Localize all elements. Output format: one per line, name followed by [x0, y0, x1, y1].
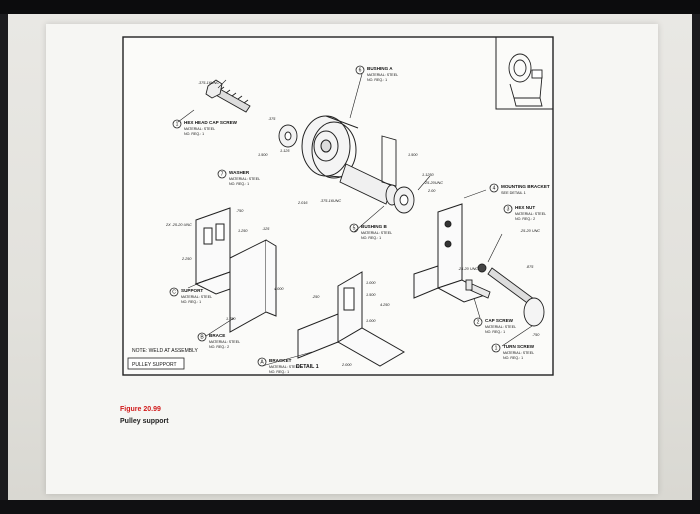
- dim-2016: 2.016: [297, 201, 308, 205]
- label-brace: BRACE: [209, 333, 225, 338]
- label-hex-nut-req: NO. REQ.: 2: [515, 217, 535, 221]
- label-hex-cap-material: MATERIAL: STEEL: [184, 127, 215, 131]
- label-cap-screw: CAP SCREW: [485, 318, 514, 323]
- dim-375: .375: [268, 117, 276, 121]
- monitor-bezel-bottom: [0, 500, 700, 514]
- label-brace-material: MATERIAL: STEEL: [209, 340, 240, 344]
- balloon-turn-screw: 1: [495, 346, 498, 352]
- balloon-hex-nut: 3: [507, 207, 510, 213]
- balloon-support: C: [172, 290, 176, 296]
- balloon-bracket: A: [260, 360, 264, 366]
- detail-title: DETAIL 1: [296, 364, 319, 370]
- label-brace-req: NO. REQ.: 2: [209, 345, 229, 349]
- label-mounting-bracket-see-detail: SEE DETAIL 1: [501, 191, 526, 195]
- hex-head-cap-screw-graphic: [205, 79, 251, 113]
- dim-1000-b: 1.000: [366, 281, 376, 285]
- washer-graphic: [278, 124, 298, 148]
- dim-1125-b: 1.1250: [422, 173, 435, 177]
- dim-375-16unc-b: .375-16UNC: [320, 199, 341, 203]
- dim-2x-25-20-unc: 2X .25-20 UNC: [165, 223, 192, 227]
- mounting-bracket-graphic: [413, 203, 490, 303]
- dim-2000: 2.000: [341, 363, 352, 367]
- label-bushing-b-material: MATERIAL: STEEL: [361, 231, 392, 235]
- dimension-labels: .375-16UNC .375 1.500 1.125 2.016 .375-1…: [165, 81, 540, 367]
- dim-200: 2.00: [427, 189, 436, 193]
- dim-375-16unc: .375-16UNC: [198, 81, 219, 85]
- label-turn-screw-material: MATERIAL: STEEL: [503, 351, 534, 355]
- bushing-a-graphic: [339, 135, 399, 206]
- dim-1000: 1.000: [366, 319, 376, 323]
- dim-2250: 2.250: [181, 257, 192, 261]
- label-cap-screw-material: MATERIAL: STEEL: [485, 325, 516, 329]
- label-washer-req: NO. REQ.: 1: [229, 182, 249, 186]
- dim-875: .875: [526, 265, 534, 269]
- support-graphic: [194, 207, 252, 295]
- label-turn-screw: TURN SCREW: [503, 344, 535, 349]
- dim-4250: 4.250: [380, 303, 390, 307]
- assembly-note: NOTE: WELD AT ASSEMBLY: [132, 348, 199, 354]
- bushing-b-graphic: [393, 186, 415, 214]
- label-bushing-a-material: MATERIAL: STEEL: [367, 73, 398, 77]
- dim-1125: 1.125: [280, 149, 290, 153]
- brace-graphic: [229, 239, 277, 333]
- label-cap-screw-req: NO. REQ.: 1: [485, 330, 505, 334]
- dim-1750: 1.750: [226, 317, 236, 321]
- label-bushing-b: BUSHING B: [361, 224, 387, 229]
- label-bracket-material: MATERIAL: STEEL: [269, 365, 300, 369]
- balloon-bushing-a: 6: [359, 68, 362, 74]
- label-turn-screw-req: NO. REQ.: 1: [503, 356, 523, 360]
- balloon-brace: B: [200, 335, 204, 341]
- label-hex-head-cap-screw: HEX HEAD CAP SCREW: [184, 120, 238, 125]
- label-hex-nut-material: MATERIAL: STEEL: [515, 212, 546, 216]
- label-bracket-req: NO. REQ.: 1: [269, 370, 289, 374]
- leader-lines: [177, 73, 533, 367]
- label-hex-cap-req: NO. REQ.: 1: [184, 132, 204, 136]
- bracket-graphic: [297, 271, 405, 367]
- inset-view-frame: [495, 36, 554, 110]
- label-bushing-a: BUSHING A: [367, 66, 393, 71]
- label-mounting-bracket: MOUNTING BRACKET: [501, 184, 550, 189]
- dim-4000: 4.000: [274, 287, 284, 291]
- dim-25-20unc-c: .25-20UNC: [424, 181, 443, 185]
- assembly-drawing: 1 HEX HEAD CAP SCREW MATERIAL: STEEL NO.…: [122, 36, 554, 376]
- label-bushing-a-req: NO. REQ.: 1: [367, 78, 387, 82]
- balloon-cap-screw: 2: [477, 320, 480, 326]
- inset-pulley-icon: [508, 53, 543, 107]
- label-bushing-b-req: NO. REQ.: 1: [361, 236, 381, 240]
- figure-number: Figure 20.99: [120, 406, 161, 413]
- dim-750: .750: [236, 209, 244, 213]
- dim-1500-c: 1.500: [366, 293, 376, 297]
- balloon-hex-cap-screw: 1: [176, 122, 179, 128]
- turn-screw-graphic: [477, 263, 545, 327]
- label-washer-material: MATERIAL: STEEL: [229, 177, 260, 181]
- dim-1500: 1.500: [258, 153, 268, 157]
- title-block-frame: [127, 357, 185, 370]
- dim-1500-b: 1.500: [408, 153, 418, 157]
- dim-125: .125: [262, 227, 270, 231]
- dim-1250: 1.250: [238, 229, 248, 233]
- monitor-bezel-top: [0, 0, 700, 14]
- cap-screw-graphic: [465, 279, 491, 299]
- label-support: SUPPORT: [181, 288, 203, 293]
- label-support-req: NO. REQ.: 1: [181, 300, 201, 304]
- label-bracket: BRACKET: [269, 358, 292, 363]
- label-support-material: MATERIAL: STEEL: [181, 295, 212, 299]
- dim-25-20-unc-a: .25-20 UNC: [458, 267, 478, 271]
- label-washer: WASHER: [229, 170, 250, 175]
- balloon-mounting-bracket: 4: [493, 186, 496, 192]
- balloon-washer: 7: [221, 172, 224, 178]
- dim-25-20-unc-b: .25-20 UNC: [520, 229, 540, 233]
- dim-750-b: .750: [532, 333, 540, 337]
- balloon-bushing-b: 5: [353, 226, 356, 232]
- part-labels: 1 HEX HEAD CAP SCREW MATERIAL: STEEL NO.…: [169, 65, 550, 374]
- title-block-text: PULLEY SUPPORT: [132, 362, 177, 368]
- figure-caption: Pulley support: [120, 418, 169, 425]
- label-hex-nut: HEX NUT: [515, 205, 535, 210]
- dim-250: .250: [312, 295, 320, 299]
